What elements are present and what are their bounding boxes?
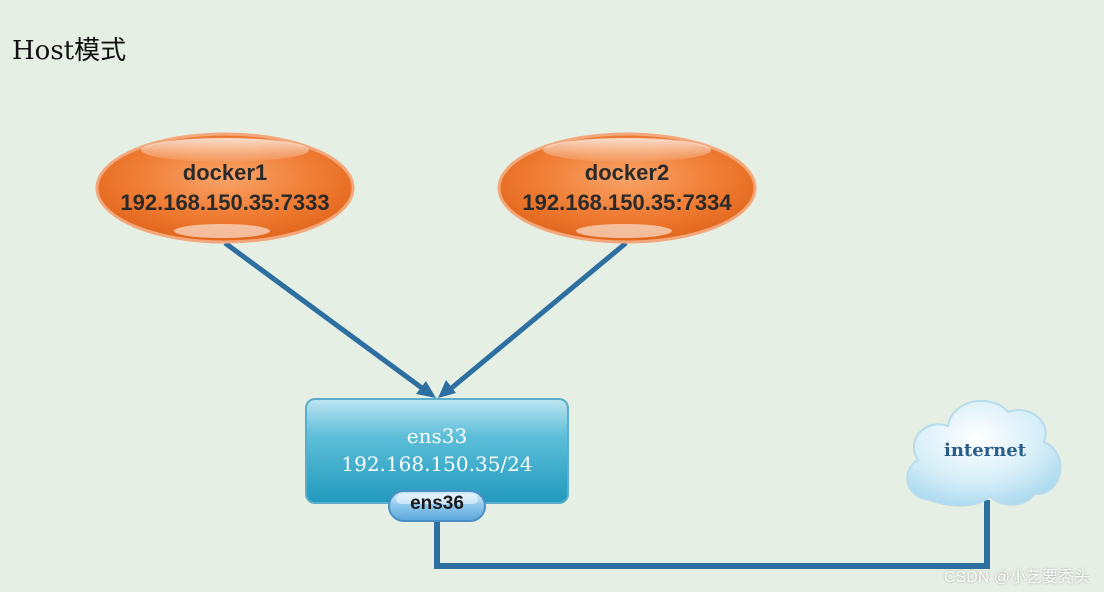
docker2-label: docker2 192.168.150.35:7334 <box>499 158 755 218</box>
ens36-label: ens36 <box>410 493 464 514</box>
host-label: ens33 192.168.150.35/24 <box>306 422 568 478</box>
docker2-name: docker2 <box>584 160 670 185</box>
watermark: CSDN @小艺要秃头 <box>943 569 1090 586</box>
docker2-address: 192.168.150.35:7334 <box>522 190 732 215</box>
ens36-port[interactable] <box>388 490 486 522</box>
docker1-address: 192.168.150.35:7333 <box>120 190 330 215</box>
internet-cloud-icon[interactable] <box>906 399 1062 507</box>
docker1-node[interactable] <box>95 132 355 244</box>
internet-label: internet <box>943 440 1027 461</box>
connector-ens36-internet <box>434 500 990 569</box>
docker1-name: docker1 <box>182 160 268 185</box>
docker1-label: docker1 192.168.150.35:7333 <box>97 158 353 218</box>
host-interface-name: ens33 <box>406 424 468 448</box>
connector-docker1-ens33 <box>223 240 436 398</box>
docker2-node[interactable] <box>497 132 757 244</box>
connector-docker2-ens33 <box>438 241 628 398</box>
page-title: Host模式 <box>12 36 127 66</box>
host-interface-address: 192.168.150.35/24 <box>341 452 533 476</box>
